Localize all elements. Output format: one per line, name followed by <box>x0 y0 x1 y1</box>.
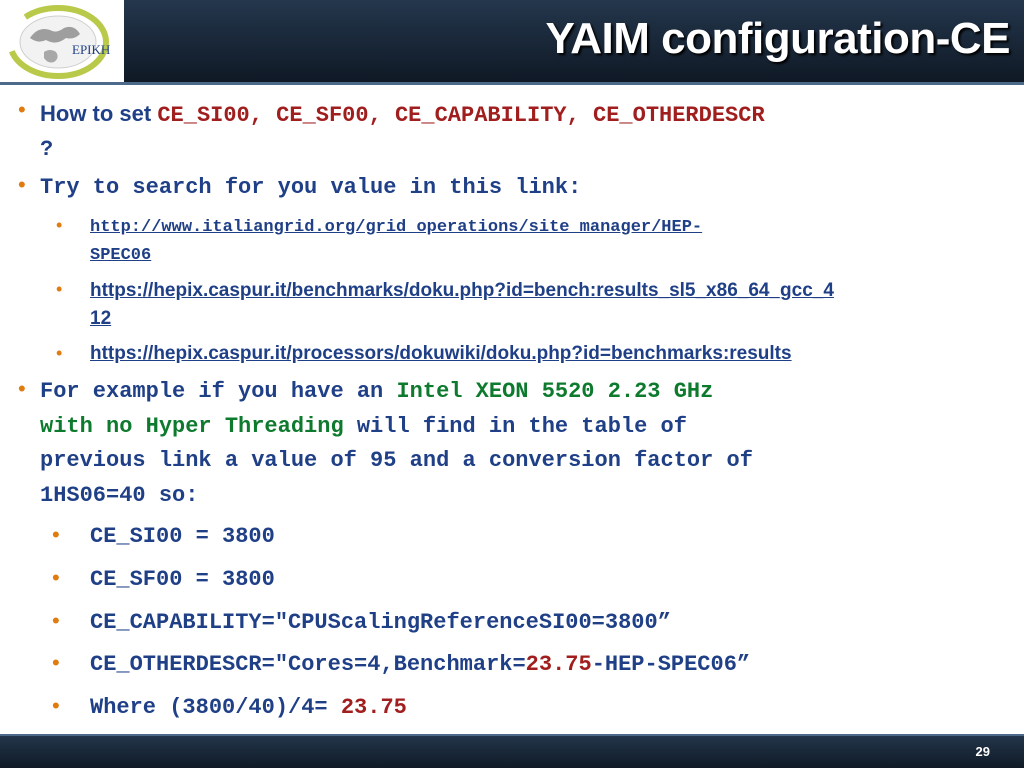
how-to-set-label: How to set <box>40 101 158 126</box>
link-italiangrid-cont[interactable]: SPEC06 <box>90 246 152 265</box>
bullet-example: For example if you have an Intel XEON 55… <box>40 375 990 513</box>
otherdescr-suffix: -HEP-SPEC06” <box>591 652 751 677</box>
config-variables: CE_SI00, CE_SF00, CE_CAPABILITY, CE_OTHE… <box>157 103 765 128</box>
bullet-how-to-set: How to set CE_SI00, CE_SF00, CE_CAPABILI… <box>40 98 990 166</box>
sub-bullet-dot: • <box>56 343 63 363</box>
example-text-1: For example if you have an <box>40 379 397 404</box>
link-item-hepix-bench: https://hepix.caspur.it/benchmarks/doku.… <box>90 277 990 333</box>
cpu-model: Intel XEON 5520 2.23 GHz <box>396 379 714 404</box>
bullet-dot: • <box>18 376 26 401</box>
hyper-threading: with no Hyper Threading <box>40 413 344 439</box>
slide-header: EPIKH YAIM configuration-CE <box>0 0 1024 85</box>
where-prefix: Where (3800/40)/4= <box>90 695 341 720</box>
link-hepix-processors[interactable]: https://hepix.caspur.it/processors/dokuw… <box>90 343 792 364</box>
bullet-dot: • <box>18 172 26 197</box>
sub-bullet-dot: • <box>52 608 60 633</box>
sub-bullet-dot: • <box>52 522 60 547</box>
page-number: 29 <box>975 744 990 759</box>
link-hepix-benchmarks-cont[interactable]: 12 <box>90 308 112 329</box>
ce-sf00-line: CE_SF00 = 3800 <box>90 567 275 592</box>
slide-footer: 29 <box>0 734 1024 768</box>
where-line: Where (3800/40)/4= 23.75 <box>90 692 990 724</box>
bullet-dot: • <box>18 97 26 122</box>
sub-bullet-dot: • <box>52 565 60 590</box>
ce-capability-line: CE_CAPABILITY="CPUScalingReferenceSI00=3… <box>90 610 671 635</box>
example-text-3: previous link a value of 95 and a conver… <box>40 448 753 473</box>
ce-si00-line: CE_SI00 = 3800 <box>90 524 275 549</box>
example-text-4: 1HS06=40 so: <box>40 482 199 508</box>
slide-title: YAIM configuration-CE <box>545 14 1010 63</box>
sub-bullet-dot: • <box>52 693 60 718</box>
link-item-hepix-proc: https://hepix.caspur.it/processors/dokuw… <box>90 340 990 368</box>
otherdescr-value: 23.75 <box>525 652 592 677</box>
bullet-try-search: Try to search for you value in this link… <box>40 175 582 200</box>
link-item-italiangrid: http://www.italiangrid.org/grid_operatio… <box>90 213 990 269</box>
sub-bullet-dot: • <box>52 650 60 675</box>
example-text-2: will find in the table of <box>343 413 687 439</box>
globe-logo-icon: EPIKH <box>7 5 110 79</box>
where-value: 23.75 <box>340 695 407 720</box>
link-italiangrid[interactable]: http://www.italiangrid.org/grid_operatio… <box>90 218 703 237</box>
ce-otherdescr-line: CE_OTHERDESCR="Cores=4,Benchmark=23.75-H… <box>90 649 990 681</box>
epikh-logo: EPIKH <box>0 0 124 85</box>
link-hepix-benchmarks[interactable]: https://hepix.caspur.it/benchmarks/doku.… <box>90 280 834 301</box>
question-mark: ? <box>40 137 54 162</box>
logo-text: EPIKH <box>72 42 110 57</box>
otherdescr-prefix: CE_OTHERDESCR="Cores=4,Benchmark= <box>90 652 526 677</box>
sub-bullet-dot: • <box>56 215 63 235</box>
sub-bullet-dot: • <box>56 279 63 299</box>
